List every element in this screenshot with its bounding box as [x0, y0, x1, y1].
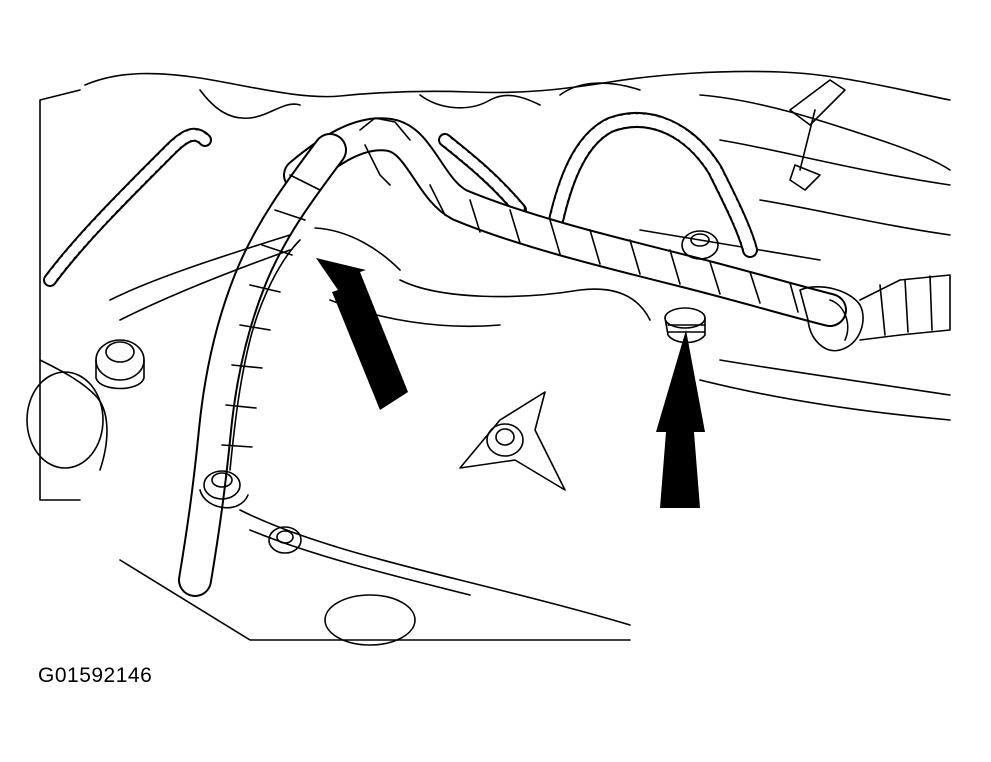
- bracket-left-arm: [110, 235, 290, 300]
- engine-contour: [85, 71, 950, 100]
- engine-contour: [420, 95, 540, 108]
- harness-clip: [800, 110, 815, 170]
- harness-branch-wraps: [222, 175, 320, 447]
- lower-bolt: [269, 527, 301, 553]
- connector-outline: [860, 275, 950, 340]
- engine-contour: [700, 95, 950, 170]
- harness-loose-wire: [360, 118, 410, 140]
- center-bolt-inner: [496, 429, 514, 445]
- connector-ribs: [880, 276, 932, 335]
- engine-contour: [720, 140, 950, 185]
- illustration-frame-bottom: [120, 560, 630, 640]
- illustration-frame-left: [40, 90, 80, 500]
- engine-contour: [400, 280, 650, 320]
- engine-cover-contour: [40, 360, 107, 470]
- lower-bolt-inner: [277, 531, 293, 543]
- harness-loose-wire: [365, 145, 390, 185]
- engine-contour: [720, 360, 950, 395]
- engine-contour: [760, 200, 950, 235]
- engine-contour: [200, 90, 300, 118]
- corrugated-hose-short-inner: [445, 140, 520, 210]
- pointer-arrow-left: [316, 258, 408, 410]
- mount-bolt-center: [682, 231, 718, 259]
- mount-bolt-lower-ring: [200, 490, 248, 508]
- engine-contour: [560, 83, 640, 95]
- mount-bolt-left: [96, 340, 144, 380]
- wiring-harness-branch-fill: [195, 150, 330, 580]
- engine-contour: [700, 380, 950, 420]
- harness-clip: [790, 80, 845, 125]
- engine-contour: [640, 230, 820, 260]
- figure-id-label: G01592146: [38, 664, 153, 687]
- harness-grommet-ribs: [668, 325, 705, 332]
- mount-bolt-left-inner: [106, 342, 134, 362]
- mount-bolt-lower: [204, 471, 240, 499]
- cam-pulley: [27, 372, 103, 468]
- corrugated-hose-arch-inner: [555, 120, 750, 250]
- center-three-lobe-bracket: [460, 392, 565, 490]
- harness-connector-right: [800, 287, 863, 351]
- mount-bolt-left-body: [96, 360, 144, 389]
- bracket-left-arm: [120, 250, 290, 320]
- engine-cover-contour: [240, 510, 630, 625]
- engine-cover-contour: [250, 530, 470, 595]
- corrugated-hose-left-inner: [50, 135, 205, 280]
- harness-clip: [790, 165, 820, 190]
- mount-bolt-center-inner: [691, 234, 709, 246]
- wiring-harness-main-fill: [300, 134, 830, 310]
- harness-tape-wraps: [430, 185, 798, 312]
- mounting-bracket: [315, 228, 400, 270]
- center-bolt: [487, 424, 523, 456]
- lower-round-boss: [325, 595, 415, 645]
- mounting-bracket: [230, 240, 300, 470]
- mount-bolt-lower-inner: [212, 473, 232, 487]
- pointer-arrow-right: [656, 330, 705, 508]
- harness-connector-right-detail: [830, 300, 848, 340]
